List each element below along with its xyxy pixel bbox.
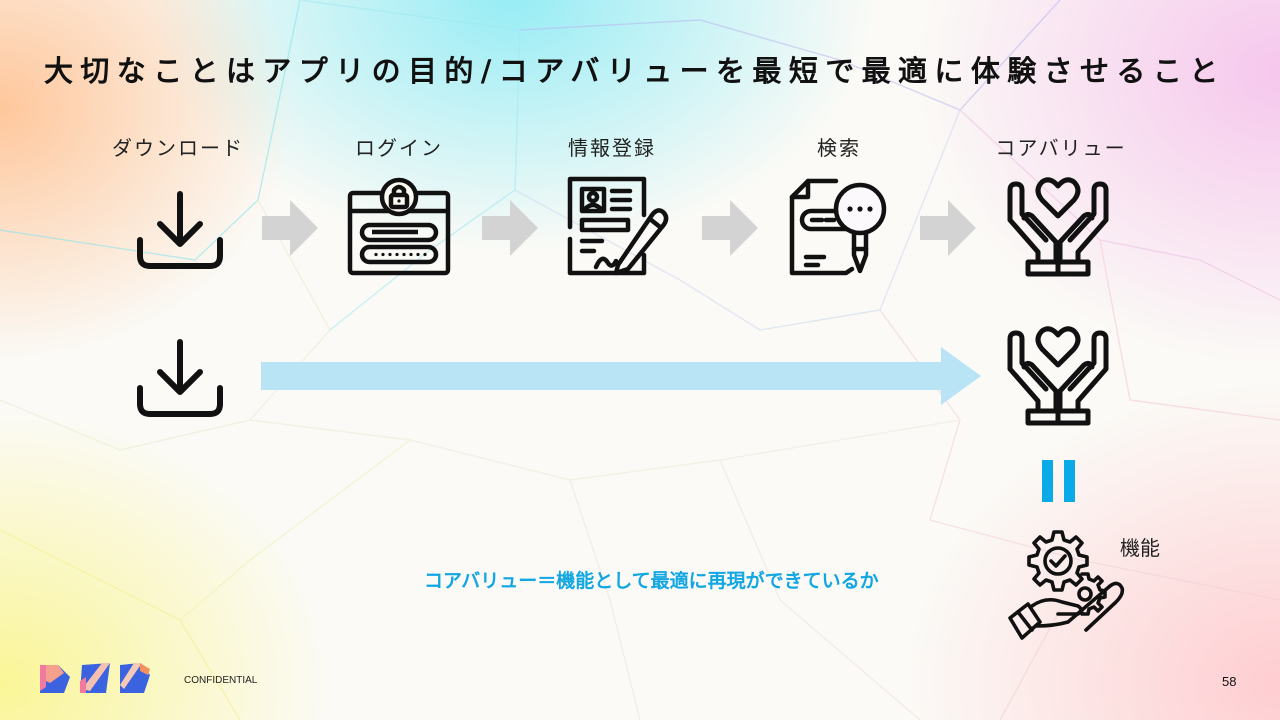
function-label: 機能 [1120,536,1160,560]
hands-heart-icon-direct [1007,326,1109,426]
flow-arrow-4 [920,200,976,256]
flow-arrow-3 [702,200,758,256]
hands-heart-icon [1007,177,1109,277]
step-label-download: ダウンロード [112,136,244,160]
logo-mark-1 [40,665,70,693]
download-icon [137,191,223,269]
step-label-registration: 情報登録 [568,136,656,160]
document-search-icon [789,178,887,276]
confidential-label: CONFIDENTIAL [184,675,258,686]
login-form-lock-icon [347,177,451,276]
equals-sign [1042,460,1076,502]
flow-arrow-1 [262,200,318,256]
logo-mark-2 [80,663,110,693]
direct-path-arrow [261,347,981,405]
flow-arrow-2 [482,200,538,256]
page-number: 58 [1222,674,1237,689]
company-logo-group [40,663,151,694]
slide-title: 大切なことはアプリの目的/コアバリューを最短で最適に体験させること [44,54,1226,88]
step-label-search: 検索 [817,136,861,160]
registration-document-pen-icon [567,176,669,276]
step-label-core-value: コアバリュー [995,136,1127,160]
logo-mark-3 [120,663,150,693]
download-icon-direct [137,339,223,417]
summary-statement: コアバリュー＝機能として最適に再現ができているか [424,570,879,592]
hand-holding-gears-icon [1008,530,1125,640]
step-label-login: ログイン [355,136,443,160]
